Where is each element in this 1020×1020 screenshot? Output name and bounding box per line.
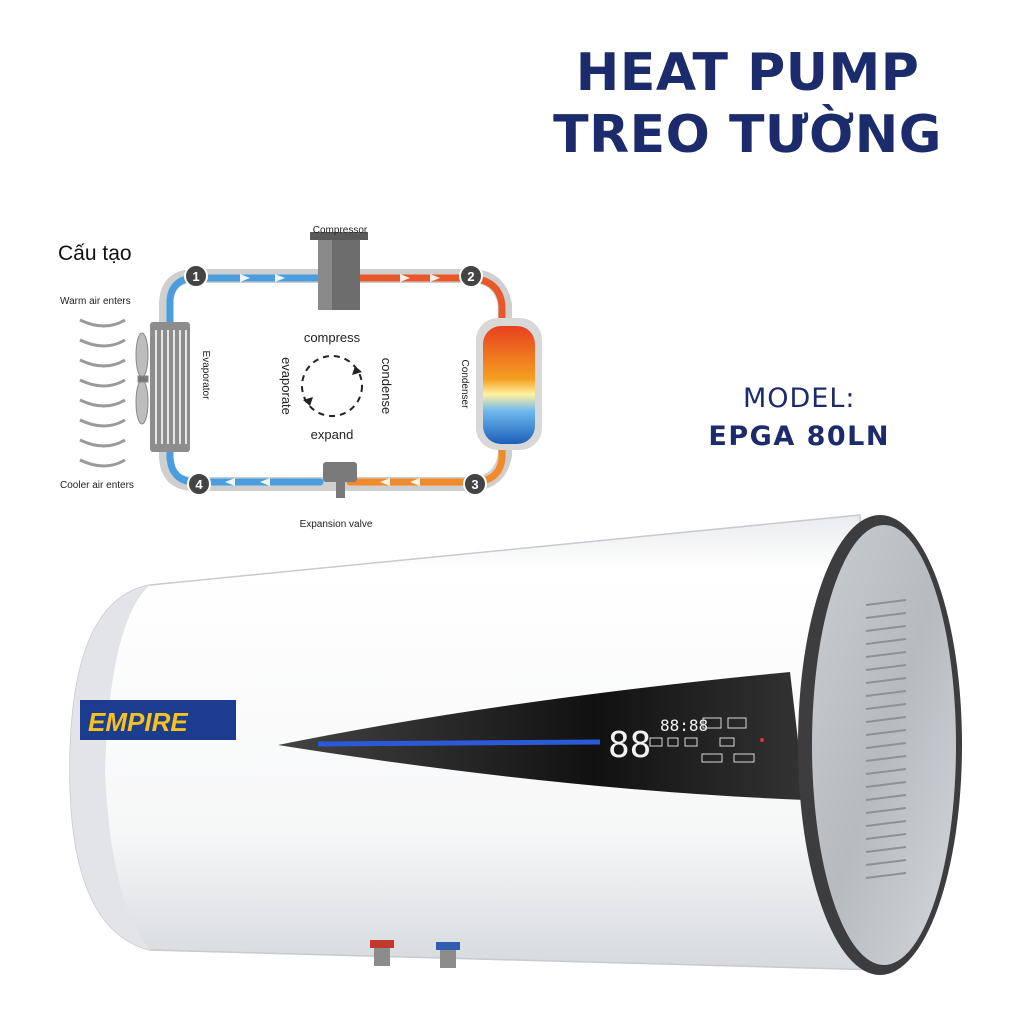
expansion-valve-label: Expansion valve — [300, 519, 373, 530]
model-block: MODEL: EPGA 80LN — [708, 380, 890, 456]
fan-icon — [135, 332, 149, 425]
evaporator-label: Evaporator — [200, 351, 211, 401]
cooler-air-label: Cooler air enters — [60, 480, 134, 491]
airflow-arrows-icon — [79, 318, 126, 468]
step-2: 2 — [467, 269, 474, 284]
model-value: EPGA 80LN — [708, 421, 890, 452]
cycle-compress-label: compress — [304, 330, 361, 345]
display-digits: 88 — [608, 725, 651, 766]
step-markers: 1 2 3 4 — [184, 264, 487, 496]
step-1: 1 — [192, 269, 199, 284]
expansion-valve-icon — [323, 462, 357, 498]
cycle-arrows-icon — [301, 355, 363, 417]
headline: HEAT PUMP TREO TƯỜNG — [553, 42, 942, 166]
cycle-condense-label: condense — [379, 358, 394, 414]
display-small: 88:88 — [660, 716, 708, 735]
model-label: MODEL: — [742, 383, 856, 414]
compressor-label: Compressor — [313, 225, 368, 236]
cycle-expand-label: expand — [311, 427, 354, 442]
headline-line2: TREO TƯỜNG — [553, 105, 942, 165]
evaporator-coil-icon — [150, 322, 190, 452]
display-icons — [649, 717, 755, 763]
step-4: 4 — [195, 477, 203, 492]
cycle-evaporate-label: evaporate — [279, 357, 294, 415]
diagram-title: Cấu tạo — [58, 242, 132, 265]
warm-air-label: Warm air enters — [60, 296, 131, 307]
headline-line1: HEAT PUMP — [575, 43, 920, 103]
condenser-tank-icon — [476, 318, 542, 450]
compressor-icon — [310, 232, 368, 310]
step-3: 3 — [471, 477, 478, 492]
condenser-label: Condenser — [459, 360, 470, 410]
brand-logo: EMPIRE — [88, 707, 188, 737]
flow-arrows — [225, 274, 440, 486]
water-heater-product: 88 88:88 EMPIRE — [69, 514, 962, 975]
